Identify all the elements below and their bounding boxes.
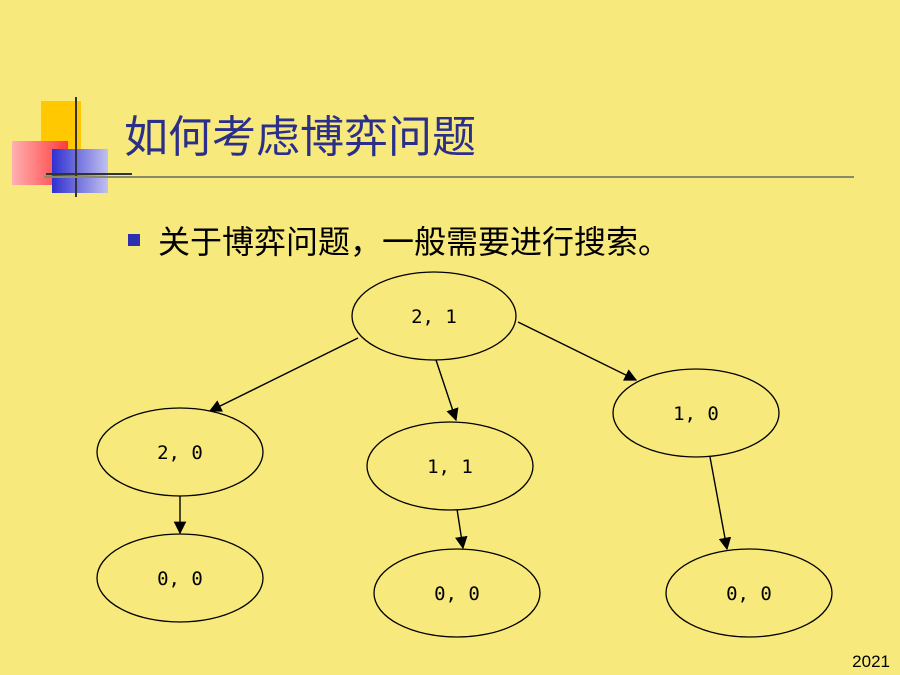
edge-root-to-a <box>208 337 359 412</box>
node-ellipse <box>96 407 264 497</box>
bullet-item: 关于博弈问题，一般需要进行搜索。 <box>128 218 670 262</box>
edge-c-to-c1 <box>709 456 732 551</box>
node-ellipse <box>366 421 534 511</box>
tree-node-b1: 0, 0 <box>373 548 541 638</box>
page-number: 2021 <box>852 652 890 671</box>
tree-node-root: 2, 1 <box>351 271 517 361</box>
node-label: 1, 1 <box>427 456 473 478</box>
bullet-text: 关于博弈问题，一般需要进行搜索。 <box>158 223 671 261</box>
edge-b-to-b1 <box>455 508 468 550</box>
tree-nodes: 2, 1 2, 0 1, 1 1, 0 0, 0 0, 0 0, 0 <box>96 271 833 638</box>
node-ellipse <box>665 548 833 638</box>
node-ellipse <box>612 368 780 458</box>
tree-node-b: 1, 1 <box>366 421 534 511</box>
edge-root-to-b <box>435 359 459 422</box>
title-underline <box>44 176 854 178</box>
node-ellipse <box>351 271 517 361</box>
tree-node-c: 1, 0 <box>612 368 780 458</box>
tree-node-c1: 0, 0 <box>665 548 833 638</box>
slide-title: 如何考虑博弈问题 <box>124 112 476 163</box>
node-label: 0, 0 <box>726 583 772 605</box>
tree-edges <box>173 321 732 551</box>
tree-node-a1: 0, 0 <box>96 533 264 623</box>
node-ellipse <box>96 533 264 623</box>
node-label: 1, 0 <box>673 403 719 425</box>
node-ellipse <box>373 548 541 638</box>
title-decoration-icon <box>12 97 132 197</box>
node-label: 2, 0 <box>157 442 203 464</box>
bullet-square-icon <box>128 234 140 246</box>
node-label: 0, 0 <box>434 583 480 605</box>
tree-node-a: 2, 0 <box>96 407 264 497</box>
edge-root-to-c <box>517 321 638 381</box>
node-label: 0, 0 <box>157 568 203 590</box>
node-label: 2, 1 <box>411 306 457 328</box>
